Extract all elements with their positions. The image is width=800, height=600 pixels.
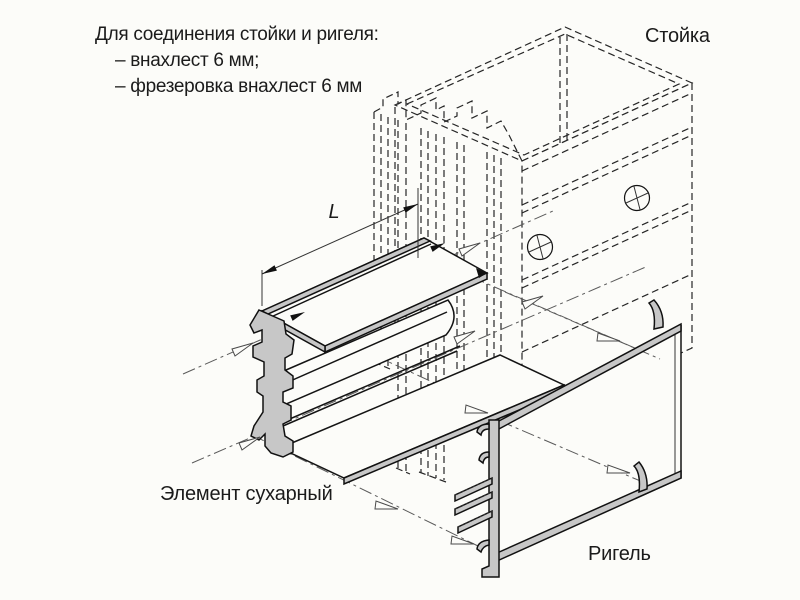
post-drawing — [373, 26, 694, 483]
transom-bottom-hook — [632, 460, 648, 494]
transom-label: Ригель — [588, 543, 651, 565]
transom-screw-ports — [454, 476, 493, 535]
assembly-direction-arrows — [231, 242, 631, 545]
post-right-face — [521, 82, 693, 426]
transom-drawing — [454, 291, 682, 578]
phillips-screw-icon-2 — [623, 184, 651, 212]
phillips-screw-icon — [526, 233, 554, 261]
dimension-line — [261, 203, 419, 275]
dimension-length-label: L — [328, 201, 339, 223]
post-label: Стойка — [645, 25, 711, 47]
slide-arrow-2 — [430, 243, 445, 252]
dimension-L: L — [261, 188, 419, 306]
post-front-section-top — [373, 91, 523, 162]
note-line-1: Для соединения стойки и ригеля: — [95, 24, 379, 45]
note-block: Для соединения стойки и ригеля: – внахле… — [95, 24, 379, 97]
plate-tip — [476, 268, 487, 278]
note-line-2: – внахлест 6 мм; — [115, 50, 259, 71]
transom-top-hook — [647, 299, 664, 330]
connector-label: Элемент сухарный — [160, 483, 333, 505]
post-top-face-inner — [405, 33, 681, 156]
slide-arrow-1 — [290, 312, 305, 321]
connector-cross-section — [249, 309, 295, 458]
note-line-3: – фрезеровка внахлест 6 мм — [115, 76, 362, 97]
connector-drawing — [249, 237, 566, 486]
